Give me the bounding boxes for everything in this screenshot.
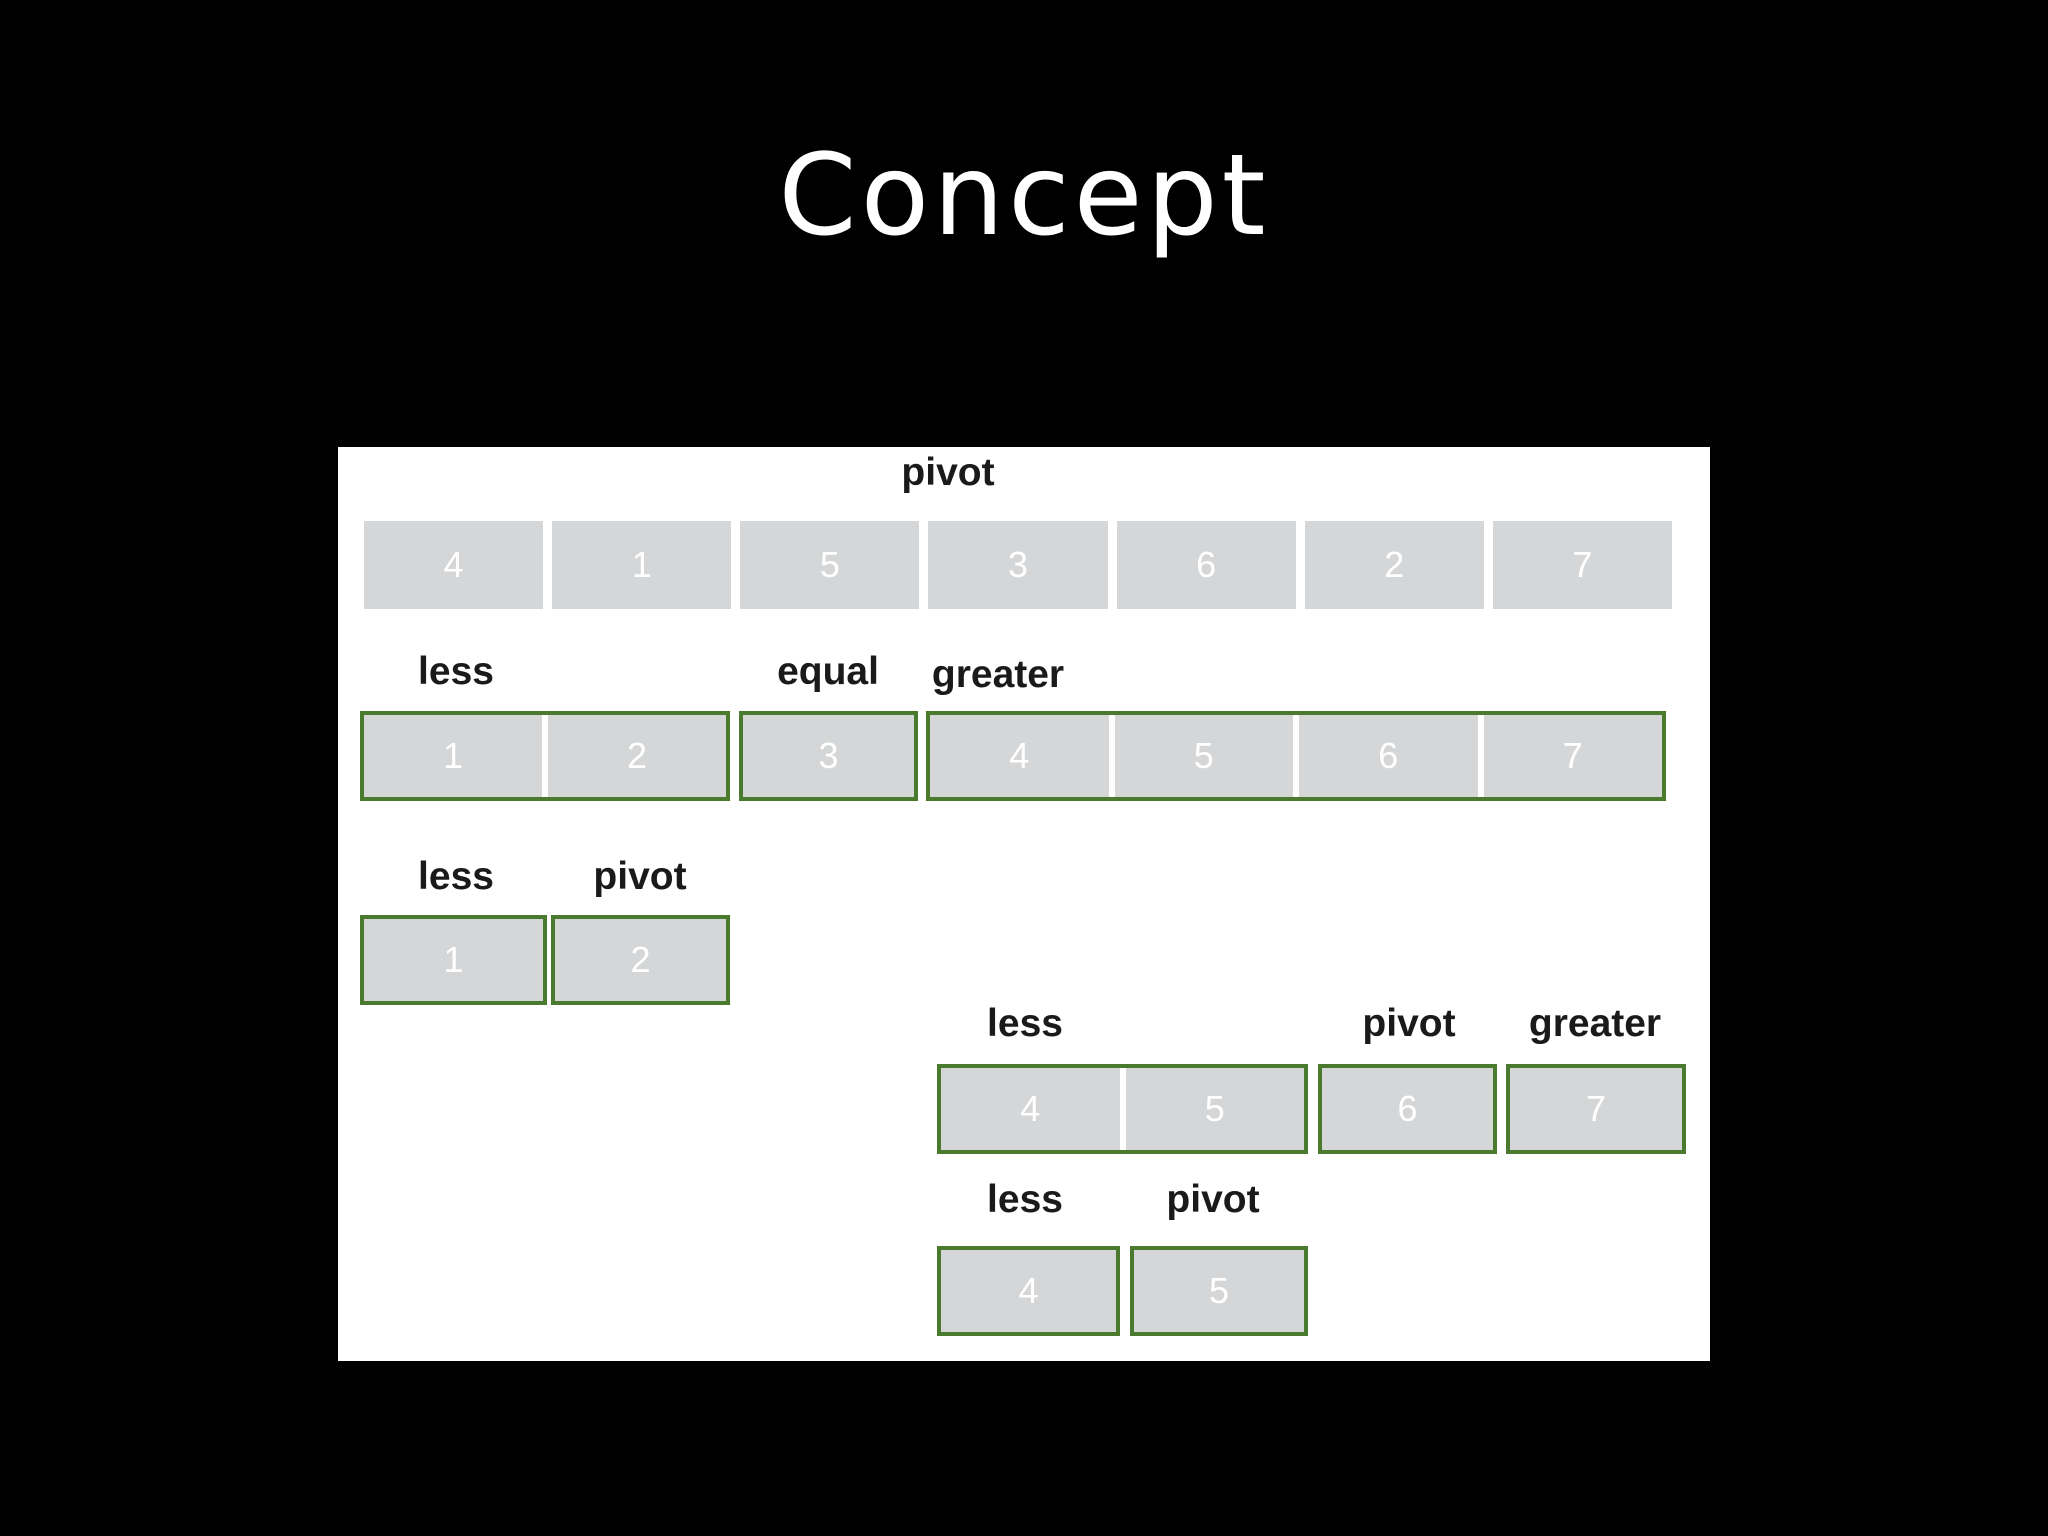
greater-partition-1: 4 5 6 7 [926,711,1666,801]
array-cell: 7 [1477,715,1662,797]
array-cell: 2 [555,919,726,1001]
less-partition-4: 4 [937,1246,1120,1336]
label-greater-1: greater [931,653,1065,696]
label-less-2: less [418,855,494,898]
label-less-3: less [987,1002,1063,1045]
quicksort-diagram: pivot 4 1 5 3 6 2 7 less equal greater 1… [338,447,1710,1361]
label-equal-1: equal [777,650,879,693]
array-cell: 2 [542,715,726,797]
array-cell: 3 [928,521,1108,609]
pivot-partition-2: 2 [551,915,730,1005]
array-cell: 7 [1492,521,1672,609]
initial-array: 4 1 5 3 6 2 7 [364,521,1672,609]
array-cell: 2 [1304,521,1484,609]
label-less-4: less [987,1178,1063,1221]
array-cell: 1 [364,919,543,1001]
less-partition-2: 1 [360,915,547,1005]
array-cell: 4 [941,1068,1120,1150]
array-cell: 5 [1108,715,1293,797]
less-partition-1: 1 2 [360,711,730,801]
label-pivot-2: pivot [593,855,687,898]
label-less-1: less [418,650,494,693]
array-cell: 4 [930,715,1109,797]
pivot-partition-4: 5 [1130,1246,1308,1336]
label-pivot-3: pivot [1362,1002,1456,1045]
array-cell: 7 [1510,1068,1682,1150]
array-cell: 5 [1134,1250,1304,1332]
array-cell: 1 [552,521,732,609]
array-cell: 5 [1119,1068,1304,1150]
array-cell: 4 [941,1250,1116,1332]
slide-title: Concept [778,131,1270,261]
greater-partition-3: 7 [1506,1064,1686,1154]
label-greater-3: greater [1528,1002,1662,1045]
array-cell: 6 [1293,715,1478,797]
array-cell: 4 [364,521,544,609]
pivot-partition-3: 6 [1318,1064,1497,1154]
array-cell: 1 [364,715,542,797]
label-pivot-4: pivot [1166,1178,1260,1221]
equal-partition-1: 3 [739,711,918,801]
less-partition-3: 4 5 [937,1064,1308,1154]
label-pivot-top: pivot [901,451,995,494]
array-cell: 5 [740,521,920,609]
array-cell: 6 [1322,1068,1493,1150]
array-cell: 6 [1116,521,1296,609]
array-cell: 3 [743,715,914,797]
